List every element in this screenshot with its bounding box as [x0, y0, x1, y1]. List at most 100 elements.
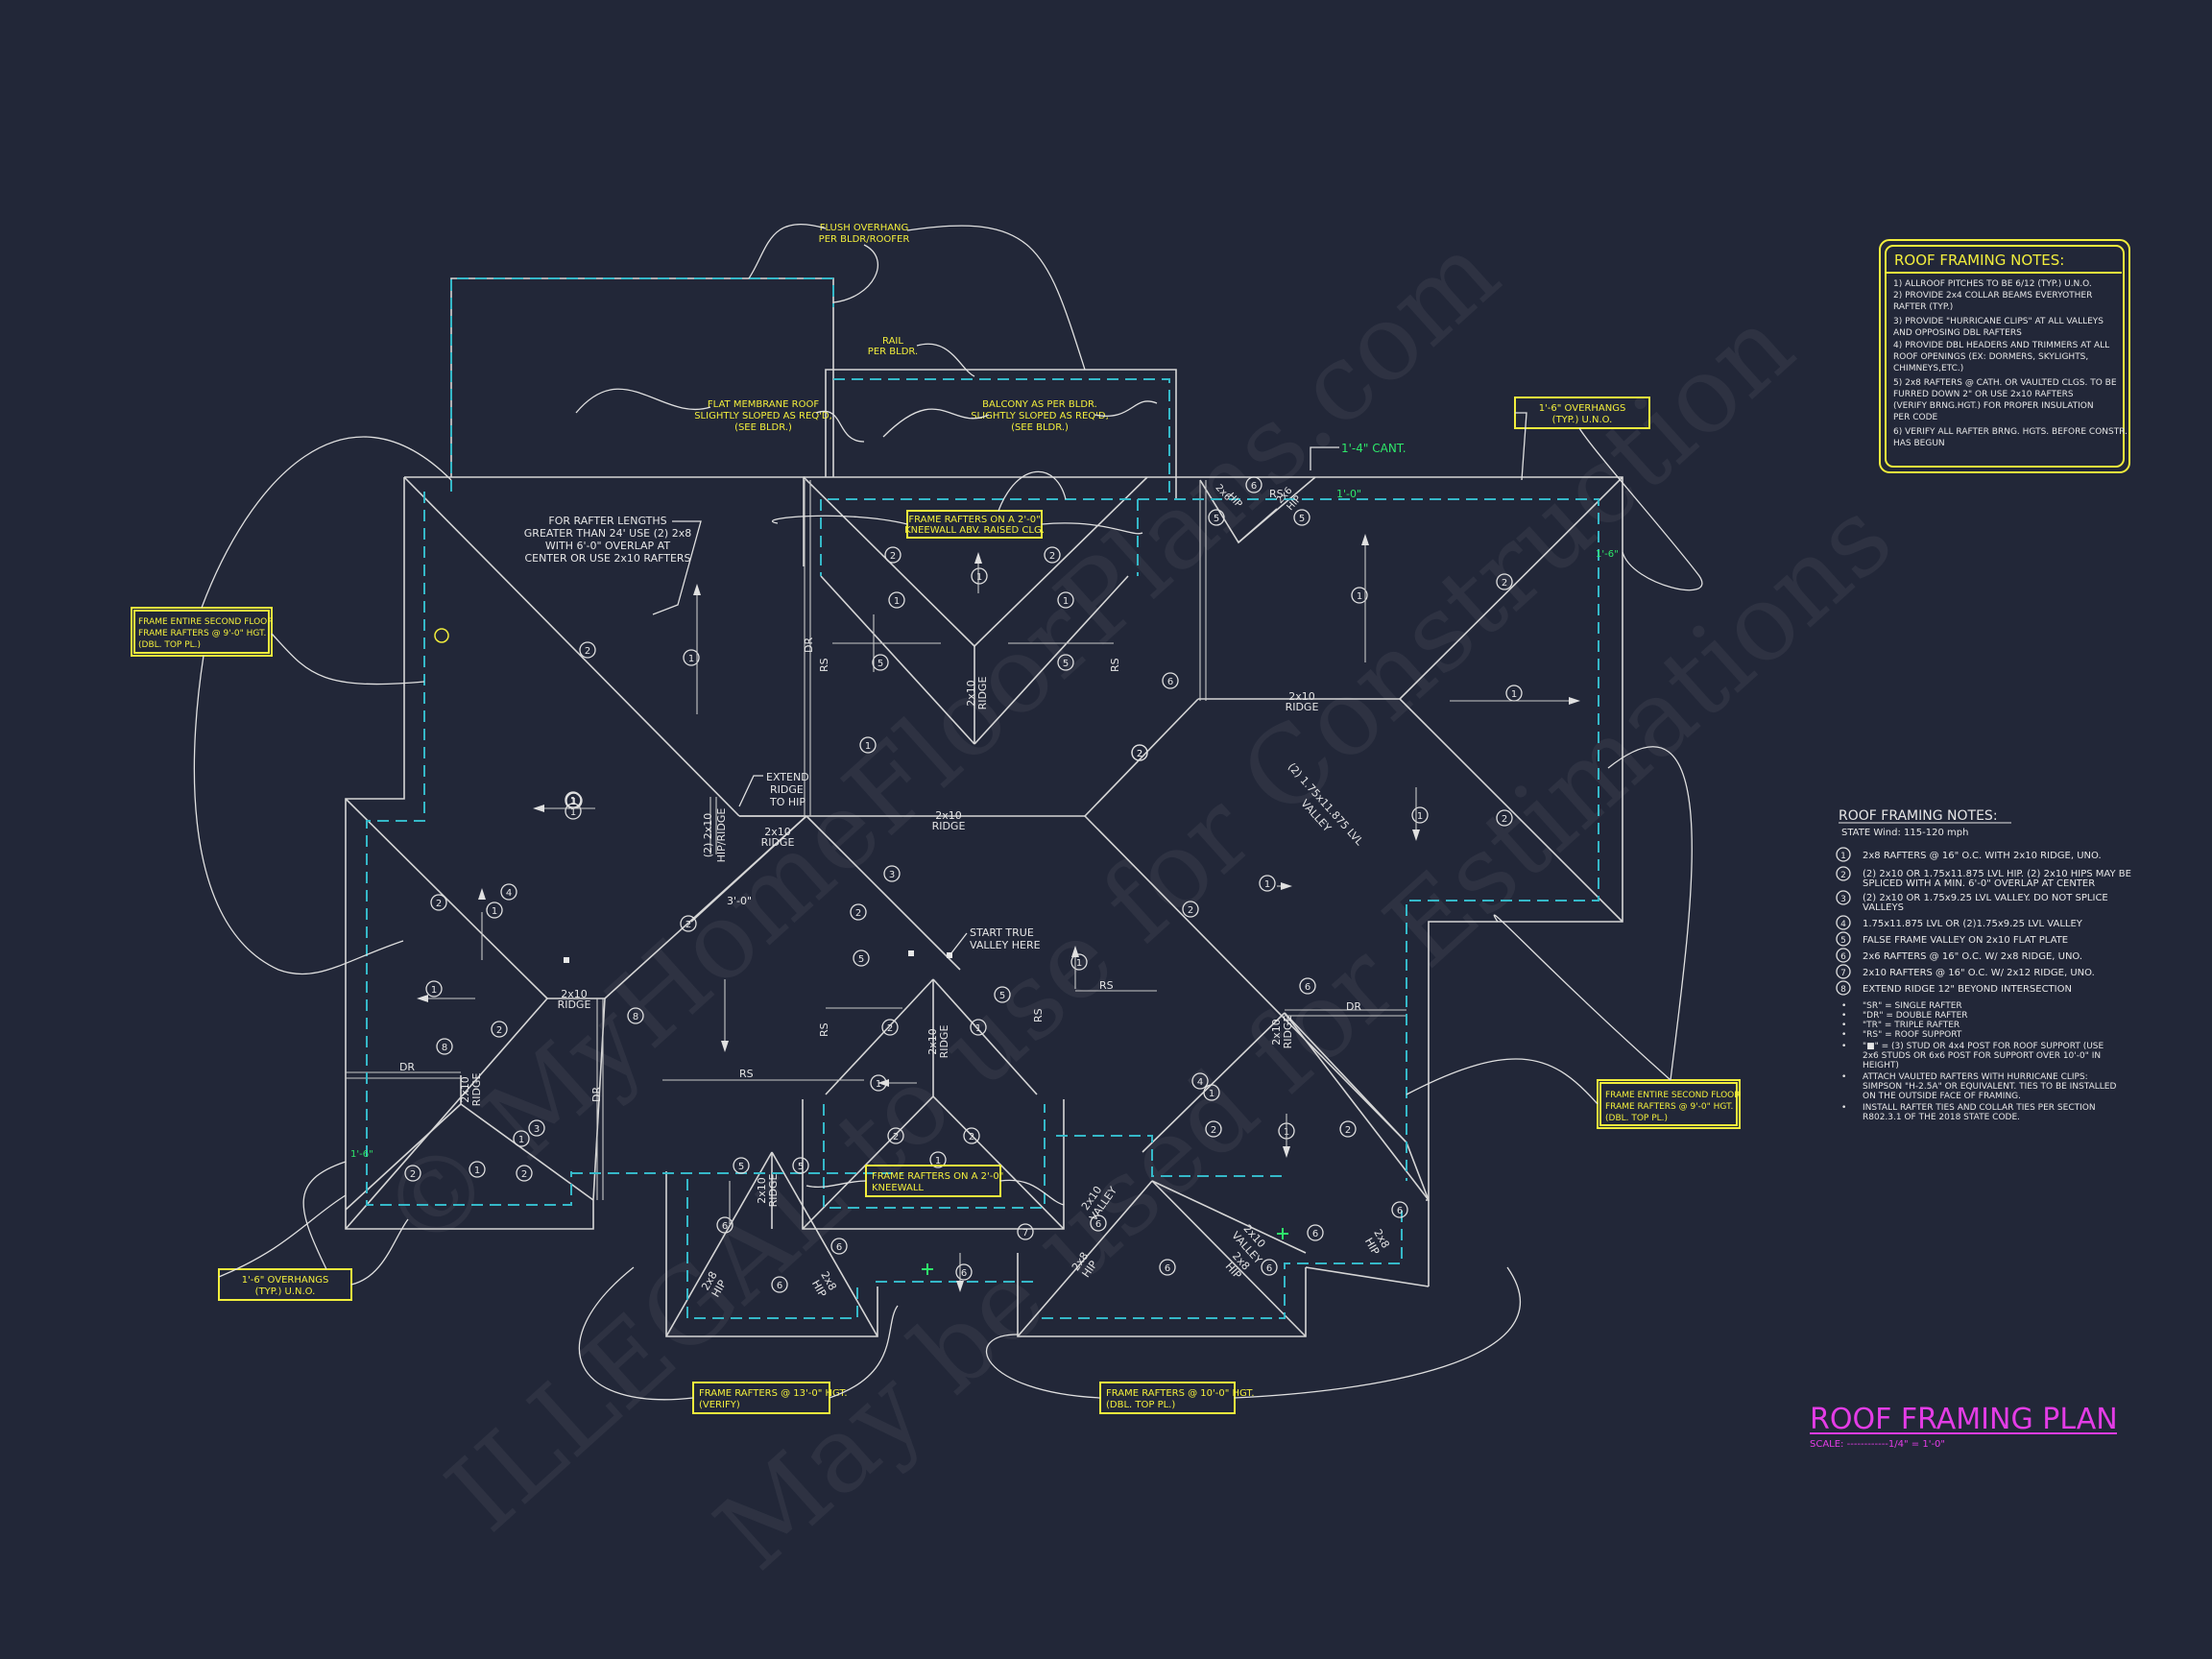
tag: 8 [436, 1038, 453, 1055]
tag: 2 [1339, 1120, 1357, 1138]
tag: 7 [1017, 1223, 1034, 1240]
overhang-l-1: 1'-6" OVERHANGS [242, 1275, 329, 1286]
svg-text:•: • [1841, 1011, 1846, 1021]
svg-text:6: 6 [1167, 677, 1173, 687]
tag: 5 [792, 1157, 809, 1174]
svg-text:2: 2 [1188, 905, 1193, 916]
rafter-len-2: GREATER THAN 24' USE (2) 2x8 [524, 527, 691, 540]
callout-overhang-left: 1'-6" OVERHANGS (TYP.) U.N.O. 1'-6" [218, 1149, 409, 1301]
rs-label-4: RS [739, 1068, 754, 1080]
svg-text:1: 1 [518, 1135, 524, 1145]
tag: 6 [1090, 1214, 1107, 1232]
tag: 1 [683, 649, 700, 666]
svg-text:•: • [1841, 1042, 1846, 1051]
svg-text:•: • [1841, 1030, 1846, 1040]
flush-2: PER BLDR/ROOFER [819, 234, 910, 245]
ridge-word-small: RIDGE [767, 1174, 780, 1208]
svg-text:1: 1 [935, 1156, 941, 1166]
hip-ridge-1: (2) 2x10 [702, 813, 714, 858]
svg-text:1: 1 [431, 985, 437, 996]
ridge-word-right: RIDGE [1282, 1016, 1294, 1049]
tag: 5 [853, 950, 870, 967]
notes-top-line: RAFTER (TYP.) [1893, 302, 1953, 312]
tag: 1 [859, 736, 877, 754]
legend-bullet: "SR" = SINGLE RAFTER [1863, 1001, 1962, 1011]
ridge-center-1: 2x10 [965, 680, 977, 707]
svg-text:5: 5 [1214, 514, 1219, 524]
tag: 2 [881, 1019, 899, 1036]
svg-text:5: 5 [1063, 659, 1069, 669]
svg-text:6: 6 [836, 1242, 842, 1253]
svg-text:6: 6 [1266, 1263, 1272, 1274]
start-valley-2: VALLEY HERE [970, 939, 1041, 951]
flat-1: FLAT MEMBRANE ROOF [708, 399, 819, 410]
legend-num: 6 [1840, 952, 1846, 962]
svg-text:2: 2 [887, 1023, 893, 1034]
notes-top-line: PER CODE [1893, 413, 1938, 422]
svg-text:1: 1 [1063, 596, 1069, 607]
rs-label-2: RS [1109, 658, 1121, 672]
svg-text:6: 6 [722, 1221, 728, 1232]
svg-text:2: 2 [1502, 814, 1507, 825]
svg-text:2: 2 [585, 646, 590, 657]
callout-balcony: BALCONY AS PER BLDR. SLIGHTLY SLOPED AS … [882, 399, 1158, 438]
legend-text: 2x8 RAFTERS @ 16" O.C. WITH 2x10 RIDGE, … [1863, 851, 2102, 861]
callout-second-floor-right: FRAME ENTIRE SECOND FLOOR FRAME RAFTERS … [1406, 746, 1741, 1129]
tag: 1 [888, 591, 905, 609]
svg-text:•: • [1841, 1021, 1846, 1030]
notes-legend: ROOF FRAMING NOTES: STATE Wind: 115-120 … [1836, 808, 2131, 1122]
legend-text: 2x6 RAFTERS @ 16" O.C. W/ 2x8 RIDGE, UNO… [1863, 951, 2082, 962]
tag: 1 [1351, 587, 1368, 604]
legend-bullet: INSTALL RAFTER TIES AND COLLAR TIES PER … [1863, 1103, 2096, 1113]
legend-text: 1.75x11.875 LVL OR (2)1.75x9.25 LVL VALL… [1863, 919, 2083, 929]
tag: 1 [513, 1130, 530, 1147]
ridge-2x10-small: 2x10 [756, 1177, 768, 1204]
rail-1: RAIL [882, 336, 903, 347]
balcony-3: (SEE BLDR.) [1011, 422, 1069, 433]
ridge-top-1: 2x10 [764, 826, 791, 838]
rail-2: PER BLDR. [868, 347, 918, 357]
dr-label-right: DR [1346, 1000, 1361, 1013]
tag: 5 [1293, 509, 1310, 526]
tag: 2 [491, 1021, 508, 1038]
legend-bullet: "■" = (3) STUD OR 4x4 POST FOR ROOF SUPP… [1863, 1042, 2104, 1051]
legend-bullet: HEIGHT) [1863, 1061, 1899, 1070]
svg-text:3: 3 [534, 1124, 540, 1135]
legend-bullet: SIMPSON "H-2.5A" OR EQUIVALENT. TIES TO … [1863, 1082, 2116, 1092]
start-valley-note: START TRUE VALLEY HERE [564, 926, 1041, 963]
legend-bullet: ATTACH VAULTED RAFTERS WITH HURRICANE CL… [1863, 1072, 2088, 1082]
tag: 2 [963, 1127, 980, 1144]
sfr-2: FRAME RAFTERS @ 9'-0" HGT. [1605, 1102, 1733, 1112]
legend-text: (2) 2x10 OR 1.75x9.25 LVL VALLEY. DO NOT… [1863, 893, 2108, 903]
legend-item: 2(2) 2x10 OR 1.75x11.875 LVL HIP. (2) 2x… [1836, 866, 2131, 881]
knee-top-2: KNEEWALL ABV. RAISED CLG. [904, 525, 1045, 536]
tag: 2 [1496, 573, 1513, 590]
notes-top-line: 5) 2x8 RAFTERS @ CATH. OR VAULTED CLGS. … [1893, 378, 2117, 388]
tag: 4 [1191, 1072, 1209, 1090]
svg-text:6: 6 [1397, 1206, 1403, 1216]
tag: 1 [425, 980, 443, 998]
tag: 6 [1307, 1224, 1324, 1241]
start-valley-1: START TRUE [970, 926, 1034, 939]
svg-text:1: 1 [1511, 689, 1517, 700]
svg-text:2: 2 [890, 551, 896, 562]
dim-1-6-r: 1'-6" [1596, 549, 1619, 560]
tag: 2 [680, 915, 697, 932]
tag: 2 [579, 641, 596, 659]
dr-label: DR [399, 1061, 415, 1073]
knee-top-1: FRAME RAFTERS ON A 2'-0" [908, 515, 1040, 525]
dr-label-vert-2: DR [590, 1087, 603, 1102]
legend-text: VALLEYS [1863, 902, 1904, 913]
svg-text:1: 1 [571, 797, 577, 807]
tag: 5 [994, 986, 1011, 1003]
legend-text: SPLICED WITH A MIN. 6'-0" OVERLAP AT CEN… [1863, 878, 2095, 889]
sfr-1: FRAME ENTIRE SECOND FLOOR [1605, 1091, 1741, 1100]
notes-top-line: HAS BEGUN [1893, 439, 1945, 448]
callout-rail: RAIL PER BLDR. [868, 336, 975, 377]
dim-1-6-l: 1'-6" [350, 1149, 373, 1160]
sfr-3: (DBL. TOP PL.) [1605, 1114, 1668, 1123]
tag: 1 [1411, 806, 1429, 824]
